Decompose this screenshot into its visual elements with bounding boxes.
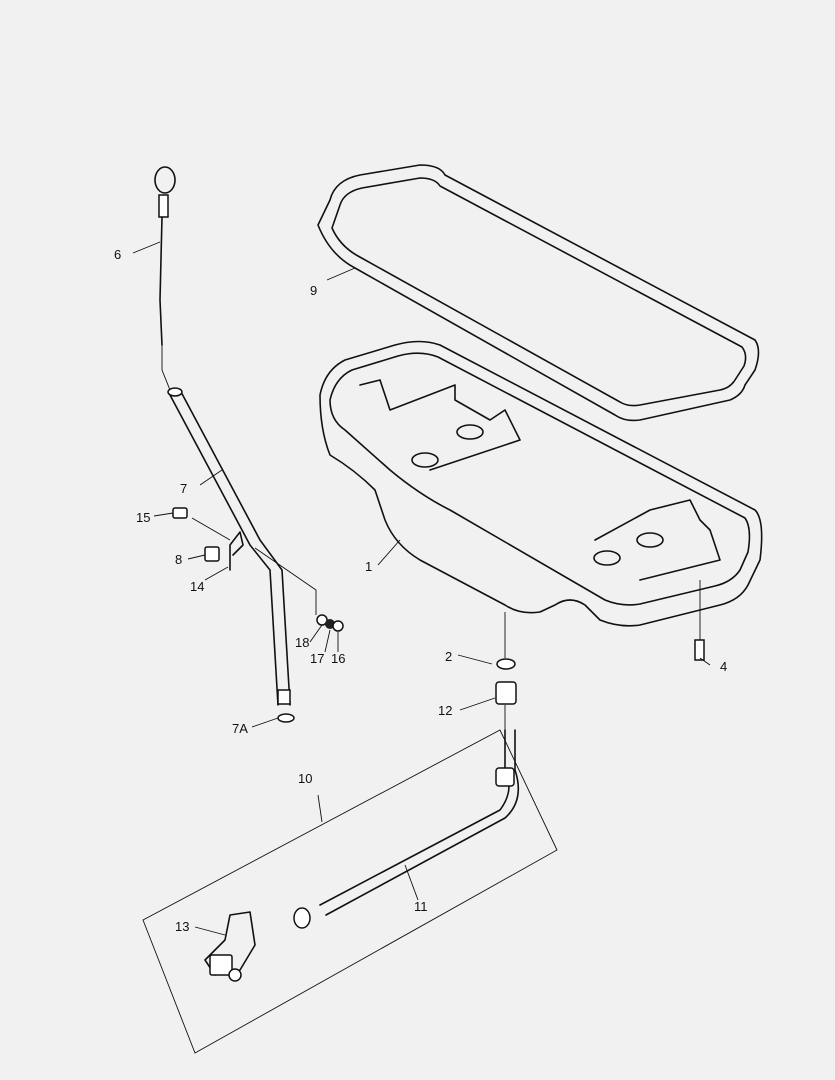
callout-6: 6 [114,247,122,262]
callout-7: 7 [180,481,188,496]
oil-pan-gasket [317,164,760,422]
callout-14: 14 [190,579,205,594]
callout-8: 8 [175,552,183,567]
callout-16: 16 [331,651,346,666]
callout-17: 17 [310,651,325,666]
fitting [495,681,517,705]
callout-2: 2 [445,649,453,664]
dipstick [154,166,176,396]
callout-11: 11 [414,899,428,914]
leader-lines [132,241,711,936]
callout-15: 15 [136,510,151,525]
oil-pan [319,340,763,627]
o-ring [496,658,516,670]
oil-line [293,705,520,929]
callout-18: 18 [295,635,310,650]
callout-12: 12 [438,703,453,718]
callout-4: 4 [720,659,728,674]
callout-9: 9 [310,283,318,298]
callout-10: 10 [298,771,313,786]
bracket-hardware [172,507,705,661]
callout-7a: 7A [232,721,248,736]
callout-1: 1 [365,559,373,574]
kit-boundary [142,729,558,1054]
adapter-block [204,911,256,982]
callout-13: 13 [175,919,190,934]
dipstick-tube [167,387,295,723]
